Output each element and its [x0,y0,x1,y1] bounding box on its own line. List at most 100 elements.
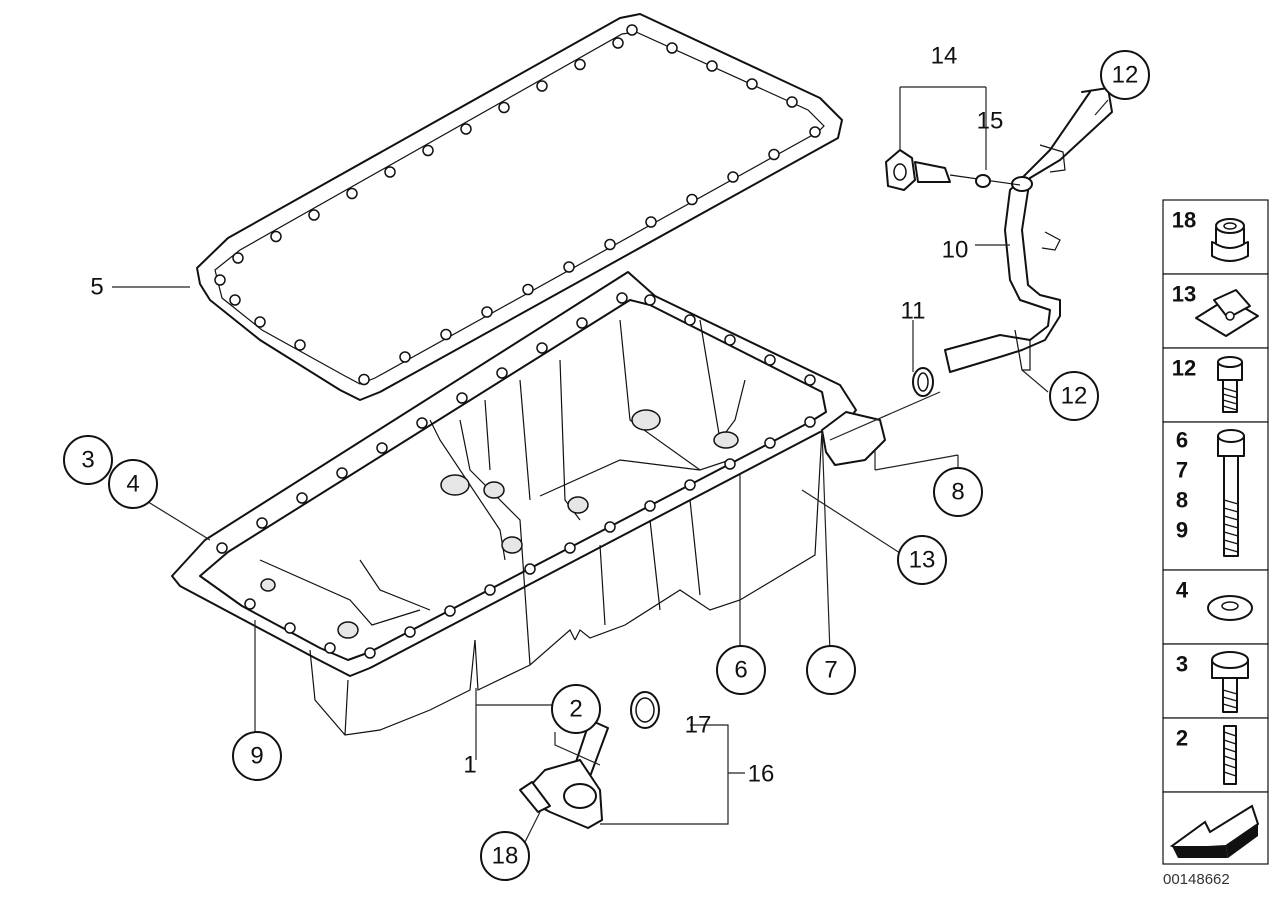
callout-12-top[interactable]: 12 [1100,50,1150,100]
bolt-hole [456,392,468,404]
legend-label-2: 2 [1176,726,1188,751]
bolt-hole [404,626,416,638]
direction-arrow-icon [1169,804,1260,858]
bolt-hole [336,467,348,479]
bolt-hole [358,373,370,386]
bolt-hole [422,144,434,157]
callout-9[interactable]: 9 [232,731,282,781]
bolt-hole [724,334,736,346]
bolt-hole [536,80,548,92]
hex-bolt-long-icon [1217,429,1245,557]
seal-ring [975,174,991,188]
bolt-hole [296,492,308,504]
label-1[interactable]: 1 [463,752,476,779]
bolt-hole [524,563,536,575]
legend-label-8: 8 [1176,488,1188,513]
bolt-hole [294,339,306,351]
label-16[interactable]: 16 [748,761,775,788]
document-id: 00148662 [1163,871,1230,888]
callout-label: 12 [1061,383,1088,410]
label-14[interactable]: 14 [931,43,958,70]
bolt-hole [481,306,493,318]
bolt-hole [324,642,336,654]
callout-18[interactable]: 18 [480,831,530,881]
leader-lines [112,86,1109,849]
bolt-hole [254,316,266,328]
callout-label: 8 [951,479,964,506]
bolt-hole [256,517,268,529]
bolt-hole [768,148,780,161]
callout-7[interactable]: 7 [806,645,856,695]
callout-label: 13 [909,547,936,574]
bolt-hole [522,283,534,296]
legend-label-18: 18 [1172,208,1196,233]
callout-12-bottom[interactable]: 12 [1049,371,1099,421]
bolt-hole [686,193,698,206]
callout-label: 6 [734,657,747,684]
legend-label-9: 9 [1176,518,1188,543]
bolt-hole [376,442,388,454]
washer-icon [1207,595,1253,621]
legend-row-6-7-8-9 [1162,421,1269,571]
bolt-hole [616,292,628,304]
bolt-hole [564,542,576,554]
legend-label-6: 6 [1176,428,1188,453]
bolt-hole [764,437,776,449]
bolt-hole [284,622,296,634]
bolt-hole [563,261,575,273]
bolt-hole [724,458,736,470]
bolt-hole [232,252,244,264]
callout-3[interactable]: 3 [63,435,113,485]
bolt-hole [612,37,624,49]
bolt-hole [706,60,718,72]
bolt-hole [214,274,226,286]
bolt-hole [496,367,508,379]
label-11[interactable]: 11 [901,298,926,325]
bolt-hole [498,101,510,114]
bolt-hole [416,417,428,429]
bolt-hole [644,500,656,512]
callout-13[interactable]: 13 [897,535,947,585]
bolt-hole [809,126,821,138]
bolt-hole [684,314,696,326]
bolt-hole [645,216,657,228]
callout-label: 9 [250,743,263,770]
bolt-hole [244,598,256,610]
bolt-hole [727,171,739,183]
callout-label: 2 [569,696,582,723]
oil-level-sensor [519,691,660,829]
bolt-hole [216,542,228,554]
bolt-hole [270,230,282,243]
label-15[interactable]: 15 [977,108,1004,135]
dipstick-guide-tube [944,87,1113,373]
bolt-hole [764,354,776,366]
legend-row-2 [1162,717,1269,793]
bolt-hole [346,187,358,200]
bolt-hole [399,351,411,363]
bolt-hole [229,294,241,306]
bolt-hole [576,317,588,329]
callout-6[interactable]: 6 [716,645,766,695]
bolt-hole [604,238,616,251]
bolt-hole [746,78,758,90]
bolt-hole [440,328,452,341]
callout-label: 3 [81,447,94,474]
bolt-hole [484,584,496,596]
callout-2[interactable]: 2 [551,684,601,734]
bolt-hole [574,58,586,71]
callout-4[interactable]: 4 [108,459,158,509]
callout-8[interactable]: 8 [933,467,983,517]
bolt-hole [444,605,456,617]
oil-pan [171,271,886,736]
bolt-hole [666,42,678,54]
bolt-hole [384,166,396,178]
legend-label-3: 3 [1176,652,1188,677]
label-10[interactable]: 10 [942,237,969,264]
label-5[interactable]: 5 [90,274,103,301]
dipstick [885,149,1021,191]
bolt-hole [460,123,472,135]
label-17[interactable]: 17 [685,712,712,739]
bolt-hole [684,479,696,491]
bolt-hole [536,342,548,354]
